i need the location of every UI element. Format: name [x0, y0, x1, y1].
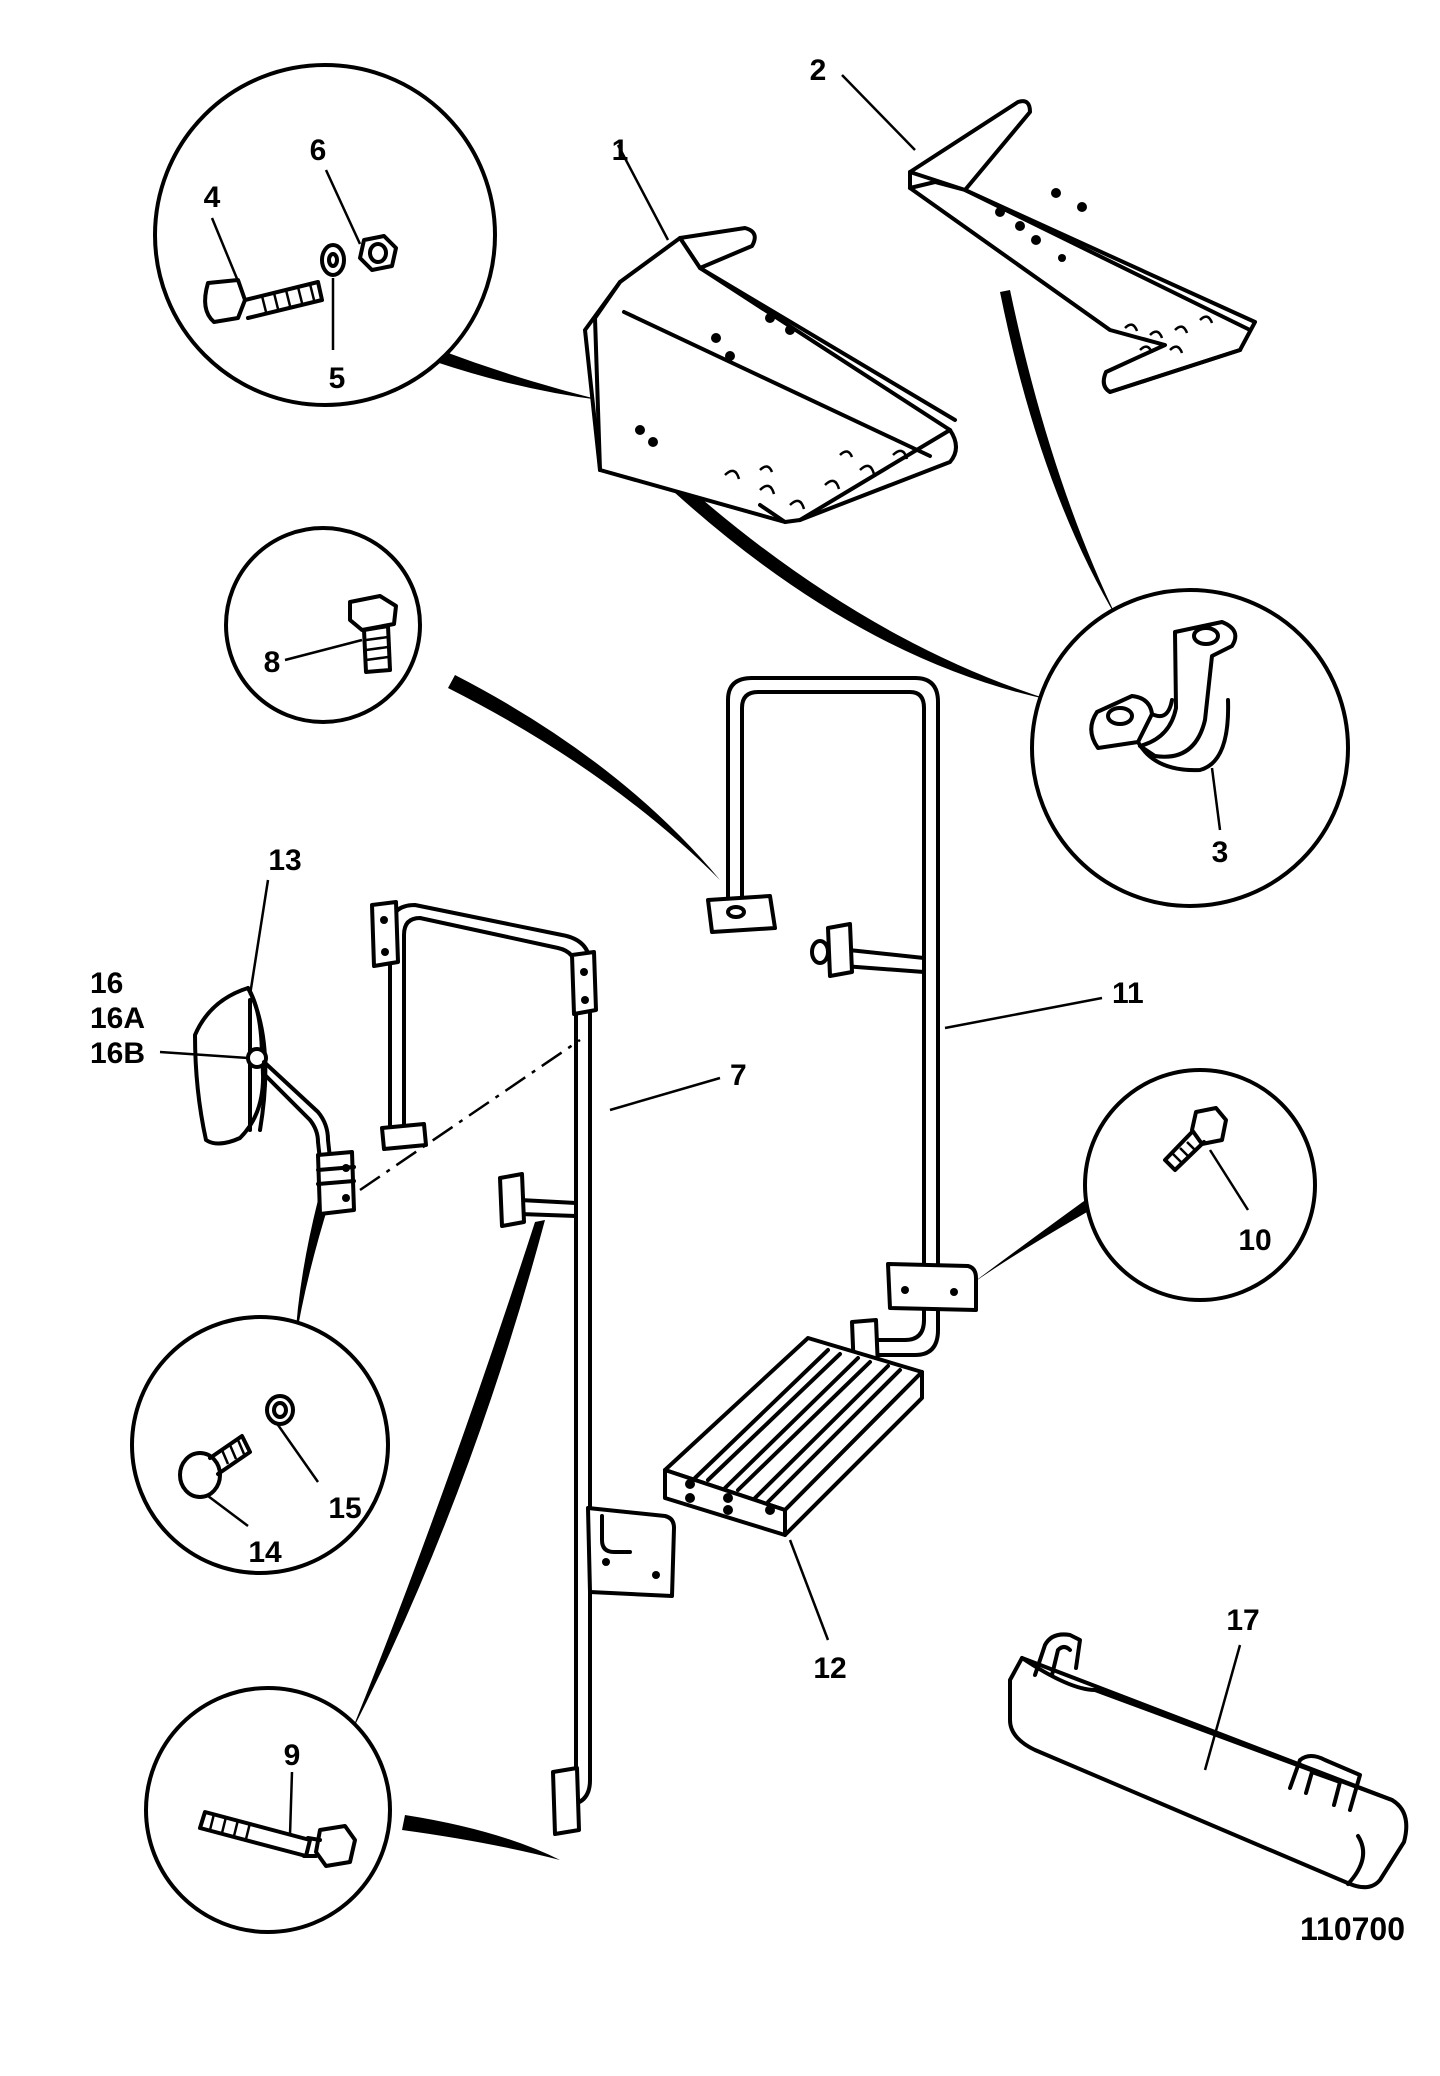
callout-16: 16	[90, 967, 123, 1000]
detail-clamp-3	[1030, 588, 1350, 908]
callout-1: 1	[612, 134, 629, 167]
footstep-1	[583, 226, 958, 524]
callout-14: 14	[248, 1536, 282, 1569]
detail-connectors	[295, 290, 1118, 1860]
callout-11: 11	[1112, 977, 1144, 1010]
callout-10: 10	[1238, 1224, 1271, 1257]
callout-labels: 1 2 3 4 5 6 7 8 9 10 11 12 13 14 15 16 1…	[90, 54, 1272, 1772]
reference-number: 110700	[1300, 1911, 1405, 1947]
detail-bolt-8	[224, 526, 422, 724]
callout-16a: 16A	[90, 1002, 145, 1035]
detail-bolt-10	[1083, 1068, 1317, 1302]
callout-15: 15	[328, 1492, 361, 1525]
guard-17	[1008, 1632, 1409, 1890]
callout-4: 4	[204, 181, 221, 214]
detail-bolt-washer-nut	[153, 63, 497, 407]
handrail-7	[370, 900, 676, 1836]
step-platform-12	[663, 1336, 924, 1537]
callout-13: 13	[268, 844, 301, 877]
callout-7: 7	[730, 1059, 747, 1092]
callout-16b: 16B	[90, 1037, 145, 1070]
callout-3: 3	[1212, 836, 1229, 869]
callout-6: 6	[310, 134, 327, 167]
detail-bolt-9	[144, 1686, 392, 1934]
callout-5: 5	[329, 362, 346, 395]
footstep-2	[908, 99, 1257, 394]
callout-8: 8	[264, 646, 281, 679]
callout-17: 17	[1226, 1604, 1259, 1637]
mirror-13-16	[159, 879, 581, 1216]
callout-12: 12	[813, 1652, 846, 1685]
callout-9: 9	[284, 1739, 301, 1772]
handrail-11	[706, 676, 978, 1374]
callout-2: 2	[810, 54, 827, 87]
detail-bolt-14-washer-15	[130, 1315, 390, 1575]
